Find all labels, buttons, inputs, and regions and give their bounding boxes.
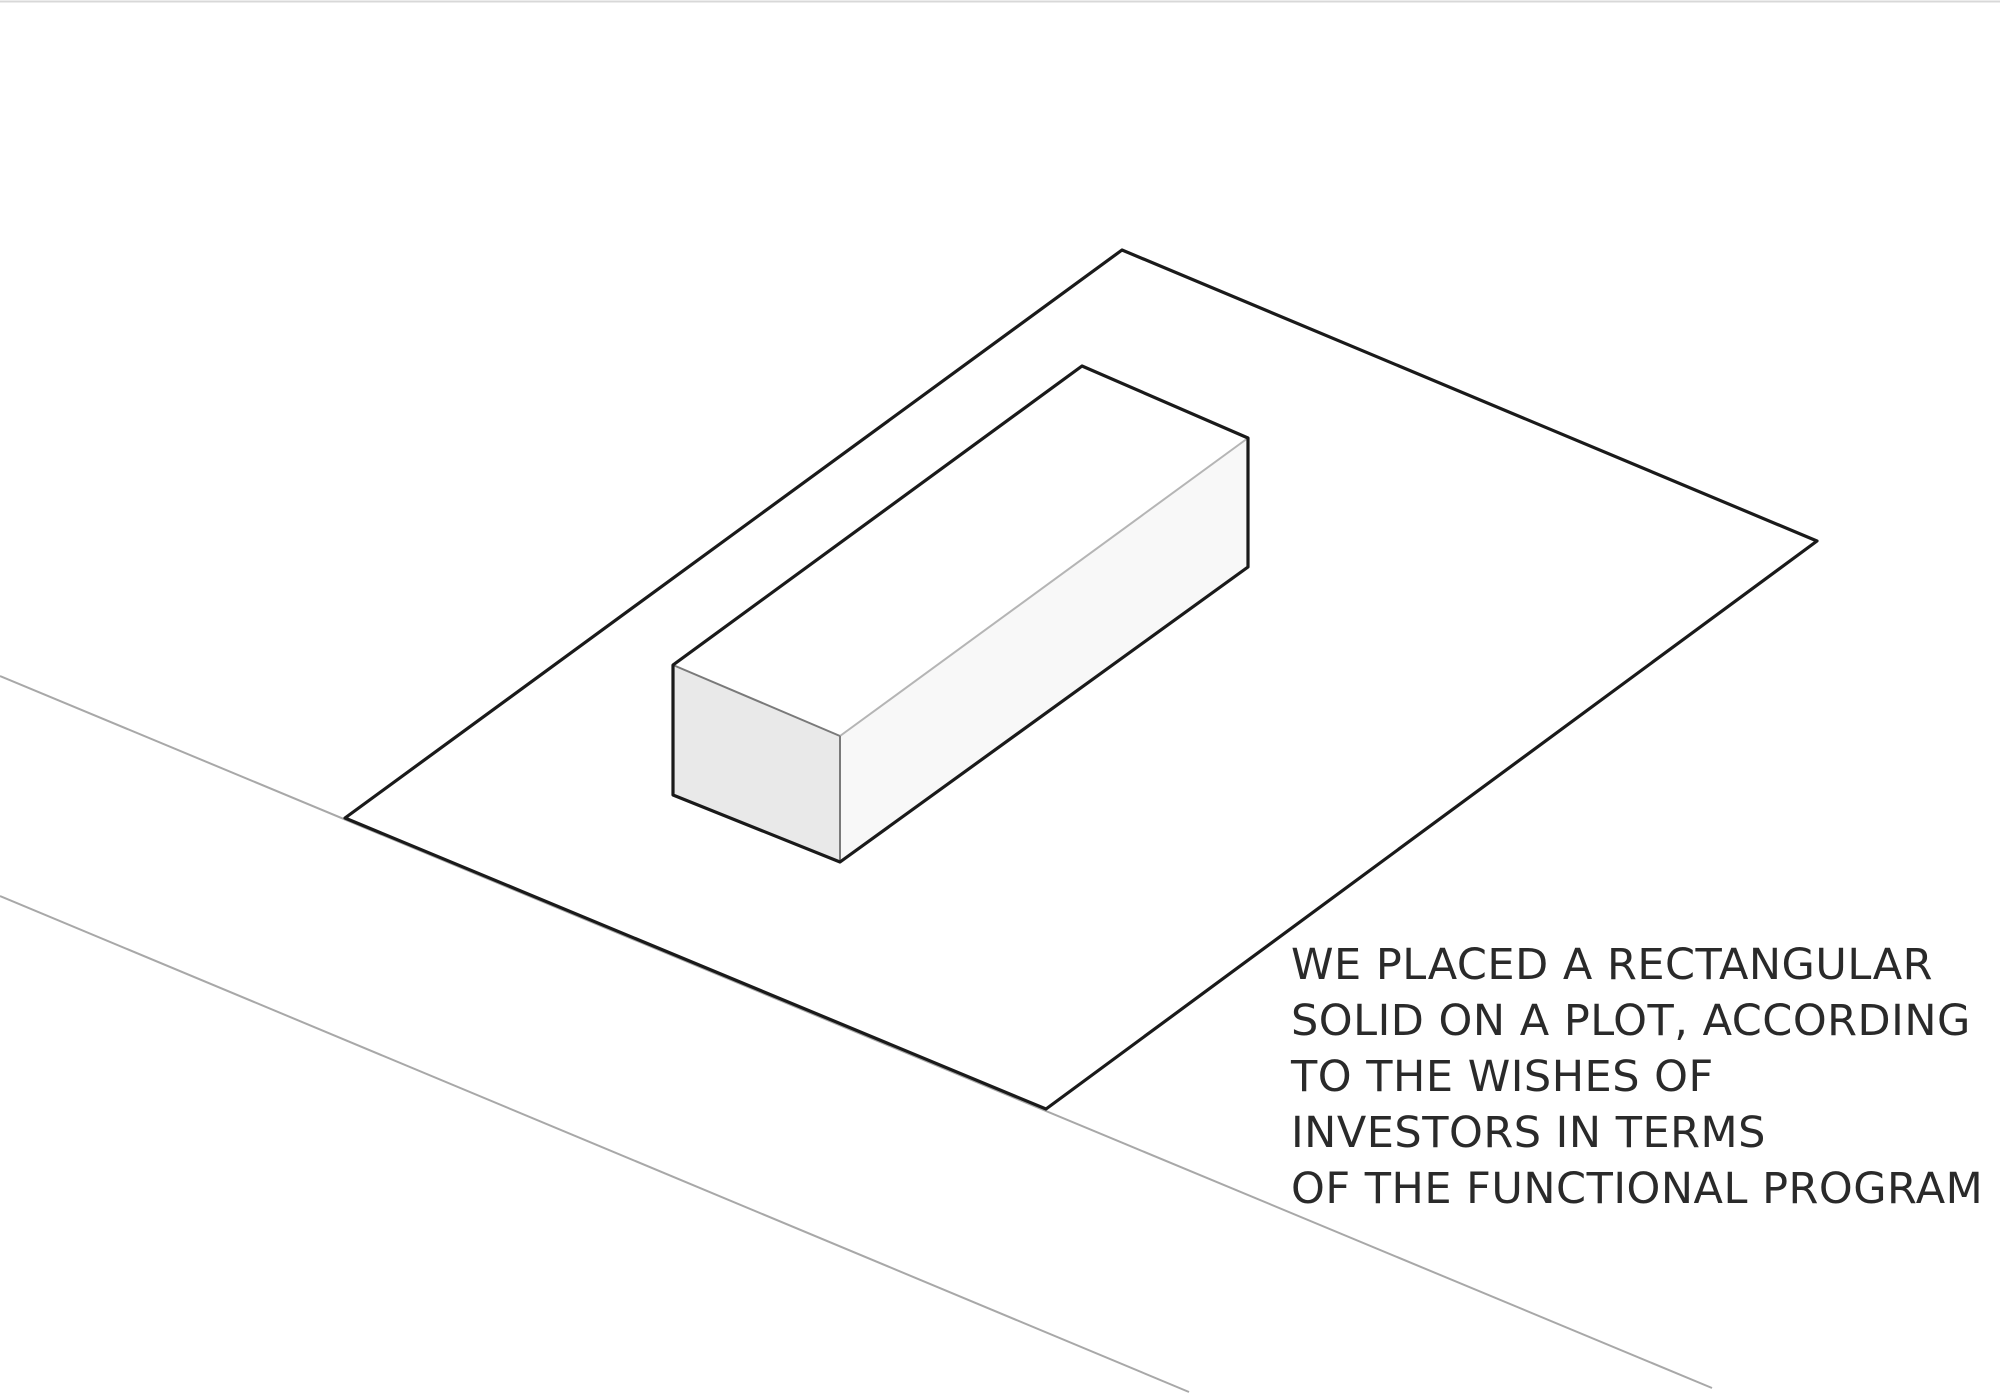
plot-outline [343,248,1819,1111]
road-edge-lower [0,895,1190,1393]
caption-line: SOLID ON A PLOT, ACCORDING [1291,996,1971,1046]
caption: WE PLACED A RECTANGULAR SOLID ON A PLOT,… [1291,937,1991,1217]
solid-side-face [840,438,1248,862]
solid-front-top-edge [672,664,841,737]
caption-line: OF THE FUNCTIONAL PROGRAM [1291,1164,1984,1214]
caption-line: TO THE WISHES OF [1291,1052,1714,1102]
solid-front-face [673,665,840,862]
rectangular-solid [671,364,1250,864]
caption-line: WE PLACED A RECTANGULAR [1291,940,1934,990]
caption-line: INVESTORS IN TERMS [1291,1108,1766,1158]
road [0,675,1713,1393]
solid-top-side-edge [839,437,1249,737]
solid-top-face [673,366,1248,736]
road-edge-upper [0,675,1713,1389]
solid-outline [671,364,1250,864]
